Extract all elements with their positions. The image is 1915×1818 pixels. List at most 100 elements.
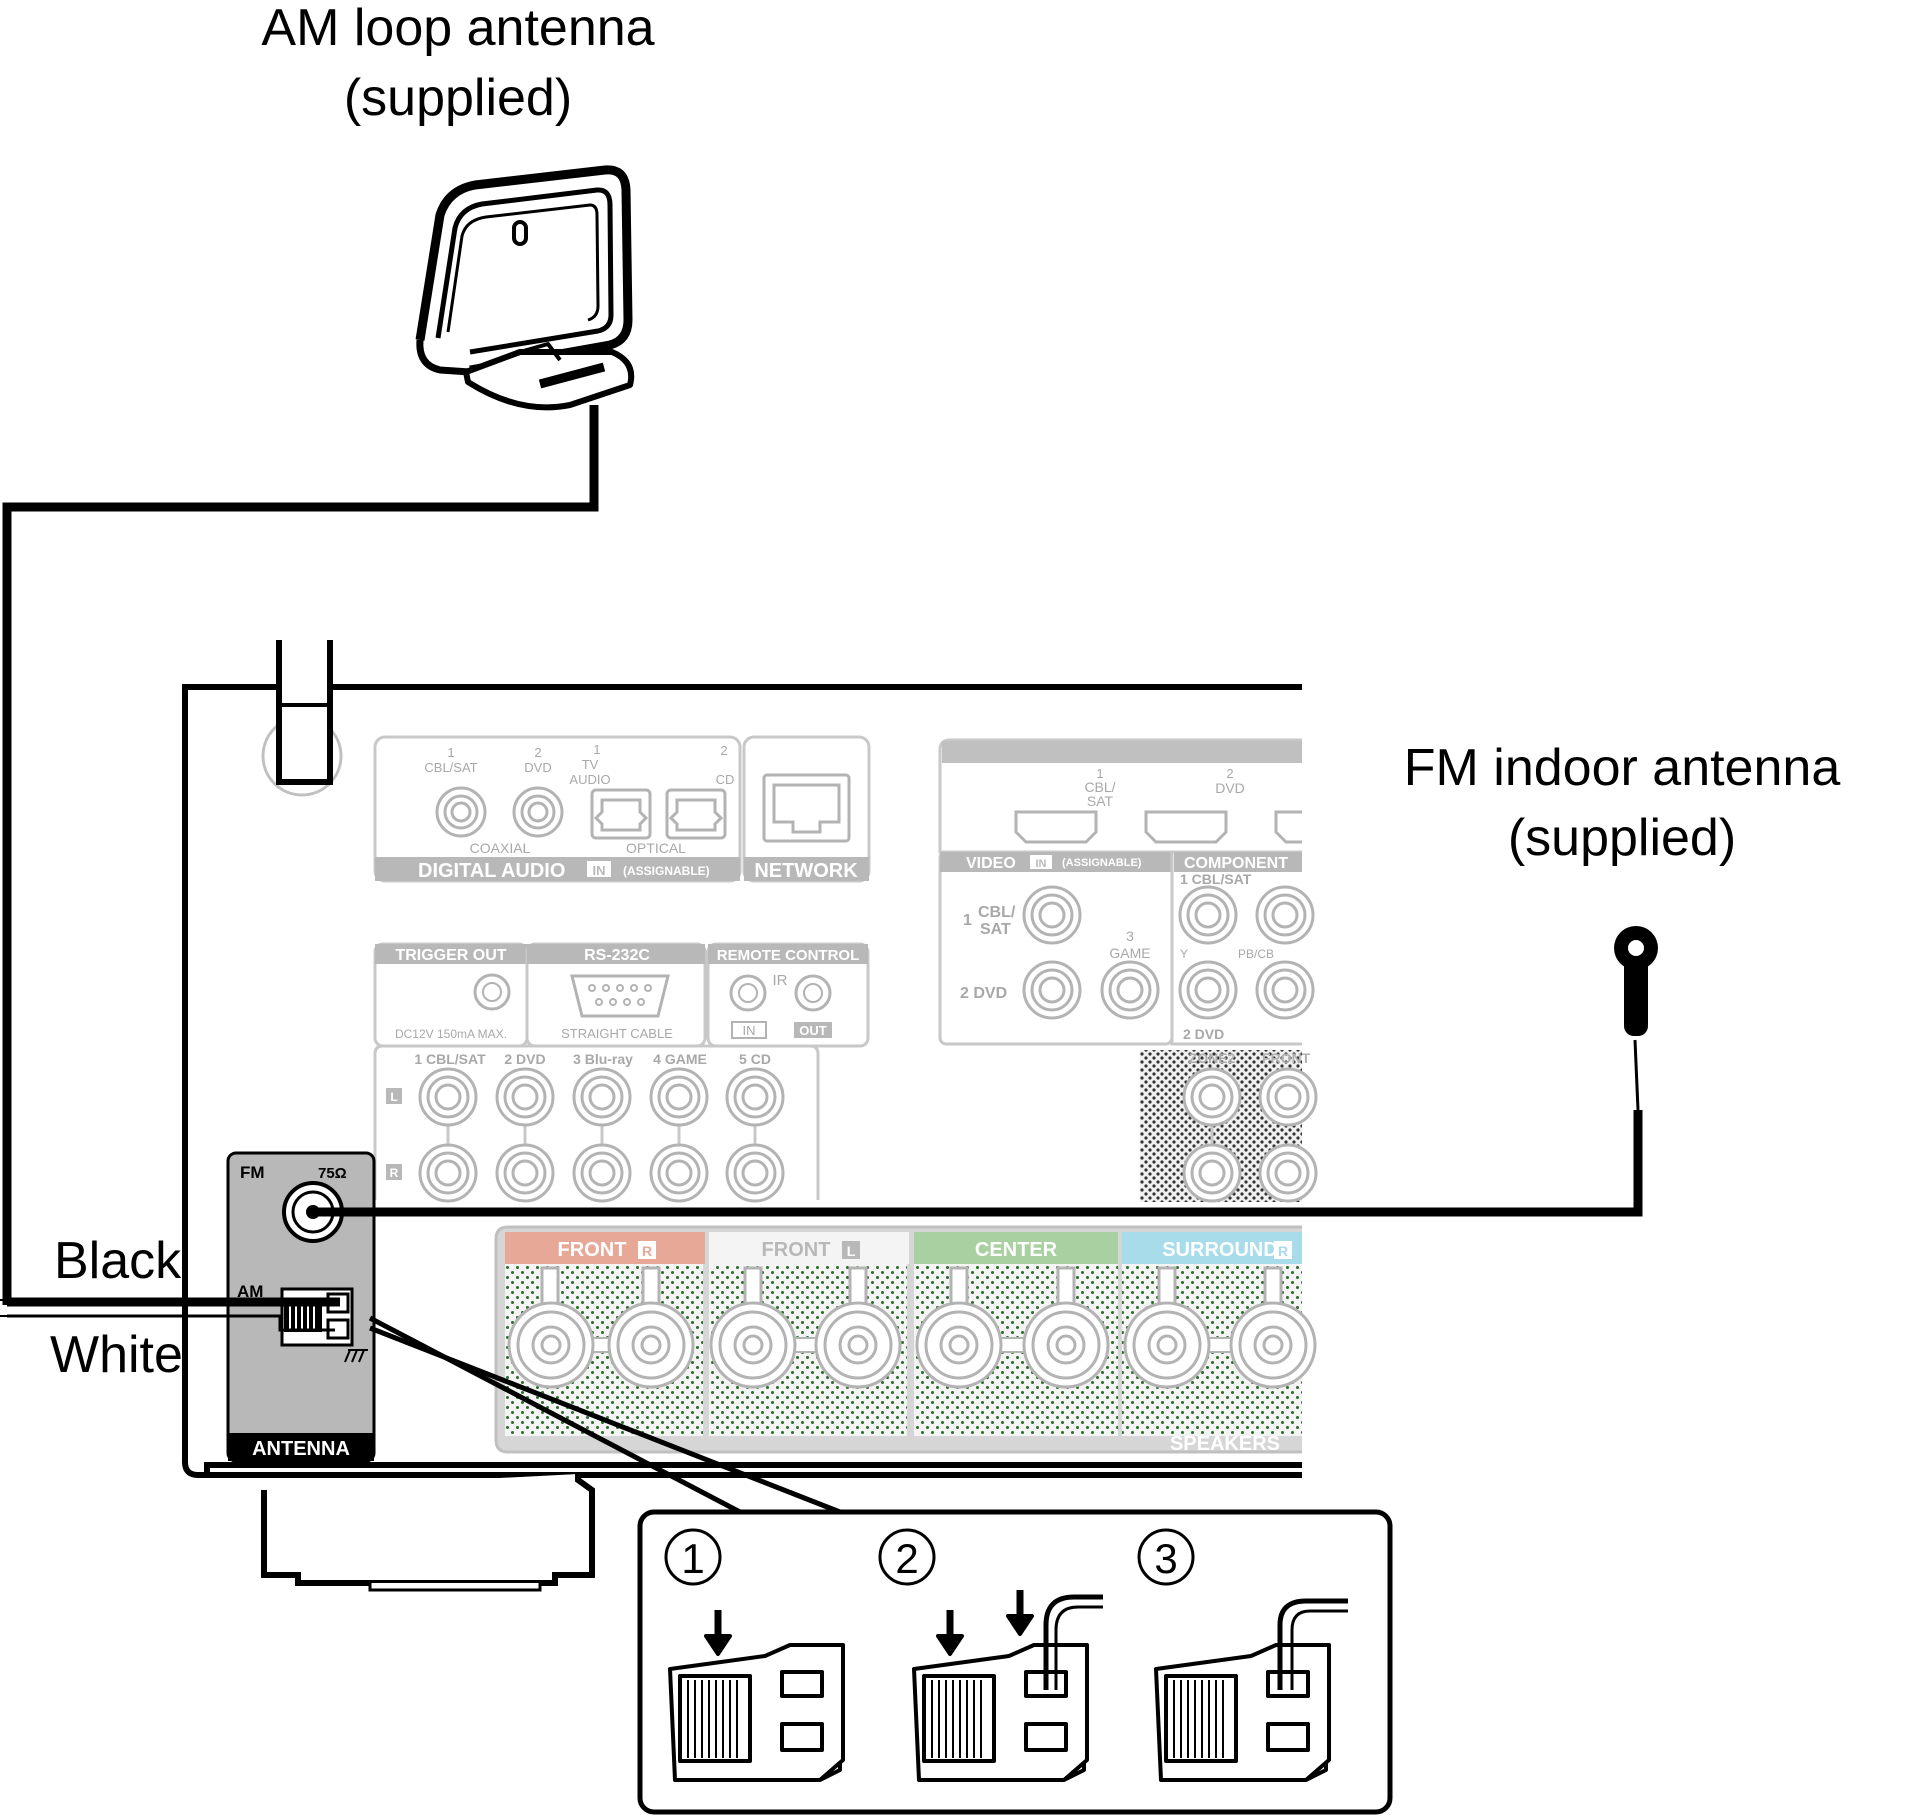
video-jack-2 <box>1022 960 1082 1020</box>
ir-in-label: IN <box>743 1023 756 1038</box>
analog-jack-4-l <box>649 1067 709 1127</box>
video-2-label: 2 DVD <box>960 985 1007 1002</box>
trigger-out-jack <box>473 973 511 1011</box>
digital-audio-assignable: (ASSIGNABLE) <box>623 864 710 878</box>
analog-jack-3-l <box>572 1067 632 1127</box>
analog-jack-3-r <box>572 1143 632 1203</box>
ir-label: IR <box>773 972 788 989</box>
component-2-label: 2 DVD <box>1183 1026 1224 1042</box>
zone2-jack-r <box>1182 1143 1242 1203</box>
step-2-number: 2 <box>895 1535 918 1582</box>
coax-1-name: CBL/SAT <box>424 760 477 775</box>
component-y-label: Y <box>1180 947 1188 961</box>
video-1-number: 1 <box>963 912 972 929</box>
am-black-wire-end <box>7 1297 340 1332</box>
coaxial-label: COAXIAL <box>470 840 531 856</box>
hdmi-port-2 <box>1144 810 1228 844</box>
zone2-jack-l <box>1182 1067 1242 1127</box>
rs232c-section: RS-232C STRAIGHT CABLE <box>525 942 707 1048</box>
hdmi-port-1 <box>1014 810 1098 844</box>
hdmi-2-number: 2 <box>1226 766 1233 781</box>
video-3-number: 3 <box>1126 928 1134 944</box>
analog-jack-5-r <box>725 1143 785 1203</box>
analog-jack-1-r <box>418 1143 478 1203</box>
ethernet-port <box>762 773 851 843</box>
hdmi-port-3 <box>1274 810 1302 844</box>
coaxial-jack-1 <box>435 786 487 838</box>
hdmi-1-number: 1 <box>1096 766 1103 781</box>
wireless-antenna-icon <box>261 640 343 797</box>
component-1-label: 1 CBL/SAT <box>1180 871 1252 887</box>
zone2-preout-section: ZONE2 FRONT <box>1140 1050 1318 1203</box>
video-title: VIDEO <box>966 855 1016 872</box>
speaker-post-front-r-plus <box>507 1301 595 1389</box>
hdmi-2-name: DVD <box>1215 780 1245 796</box>
trigger-out-label: TRIGGER OUT <box>395 947 506 964</box>
speaker-post-surround-r-minus <box>1229 1301 1317 1389</box>
component-section: COMPONENT 1 CBL/SAT Y PB/CB 2 DVD <box>1170 850 1315 1046</box>
speaker-tag-front-l: L <box>847 1243 856 1259</box>
analog-jack-5-l <box>725 1067 785 1127</box>
analog-l-tag: L <box>390 1090 397 1104</box>
fm-antenna-label: FM indoor antenna <box>1404 739 1841 797</box>
fm-indoor-antenna-icon <box>1614 926 1658 1036</box>
analog-jack-2-l <box>495 1067 555 1127</box>
optical-1-name-a: TV <box>582 757 599 772</box>
ir-in-jack <box>729 974 767 1012</box>
analog-input-3: 3 Blu-ray <box>573 1051 633 1067</box>
digital-audio-in-tag: IN <box>593 863 606 878</box>
analog-jack-4-r <box>649 1143 709 1203</box>
video-1-name-b: SAT <box>980 921 1011 938</box>
am-antenna-label: AM loop antenna <box>261 0 654 57</box>
rs232c-port <box>570 974 670 1018</box>
trigger-out-spec: DC12V 150mA MAX. <box>395 1027 507 1041</box>
speaker-group-surround-r: SURROUND <box>1162 1239 1278 1261</box>
optical-jack-1 <box>590 788 652 840</box>
speaker-post-front-l-plus <box>709 1301 797 1389</box>
component-jack-y-2 <box>1178 960 1238 1020</box>
antenna-panel-title: ANTENNA <box>252 1438 350 1460</box>
plus-sign: + <box>545 1264 558 1289</box>
component-title: COMPONENT <box>1184 855 1288 872</box>
optical-jack-2 <box>665 788 727 840</box>
analog-input-4: 4 GAME <box>653 1051 707 1067</box>
speaker-tag-front-r: R <box>642 1243 652 1259</box>
fm-antenna-cable <box>313 1039 1643 1217</box>
analog-audio-section: 1 CBL/SAT 2 DVD 3 Blu-ray 4 GAME 5 CD L … <box>373 1044 820 1203</box>
remote-control-label: REMOTE CONTROL <box>717 947 860 964</box>
component-jack-y-1 <box>1178 885 1238 945</box>
video-jack-1 <box>1022 885 1082 945</box>
am-spring-terminal <box>280 1287 354 1347</box>
antenna-terminal-panel: ANTENNA FM 75Ω AM <box>226 1151 376 1463</box>
step-1-number: 1 <box>681 1535 704 1582</box>
hdmi-section: 1 CBL/ SAT 2 DVD <box>938 738 1302 854</box>
front-preout-jack-r <box>1258 1143 1318 1203</box>
speakers-title: SPEAKERS <box>1170 1433 1280 1455</box>
speakers-section: FRONT R FRONT L CENTER SURROUND R <box>494 1225 1317 1455</box>
fm-impedance-label: 75Ω <box>318 1165 347 1182</box>
plus-sign: + <box>953 1264 966 1289</box>
analog-jack-2-r <box>495 1143 555 1203</box>
callout-zoom-lines <box>368 1315 841 1515</box>
video-in-tag: IN <box>1036 858 1047 870</box>
front-preout-label: FRONT <box>1262 1050 1311 1066</box>
minus-sign: − <box>1267 1264 1280 1289</box>
coax-2-number: 2 <box>534 745 541 760</box>
white-wire-label: White <box>50 1326 183 1384</box>
plus-sign: + <box>747 1264 760 1289</box>
am-antenna-label-supplied: (supplied) <box>344 69 572 127</box>
speaker-post-surround-r-plus <box>1123 1301 1211 1389</box>
speaker-group-center: CENTER <box>975 1239 1058 1261</box>
am-antenna-cable <box>2 405 599 1305</box>
step-3-number: 3 <box>1154 1535 1177 1582</box>
speaker-post-center-minus <box>1022 1301 1110 1389</box>
fm-terminal-label: FM <box>240 1163 265 1182</box>
speaker-post-center-plus <box>915 1301 1003 1389</box>
video-3-name: GAME <box>1109 945 1150 961</box>
step-2-illustration <box>912 1590 1103 1782</box>
optical-2-number: 2 <box>720 743 727 758</box>
step-3-illustration <box>1154 1598 1348 1782</box>
video-assignable: (ASSIGNABLE) <box>1062 857 1142 869</box>
component-pb-label: PB/CB <box>1238 947 1274 961</box>
